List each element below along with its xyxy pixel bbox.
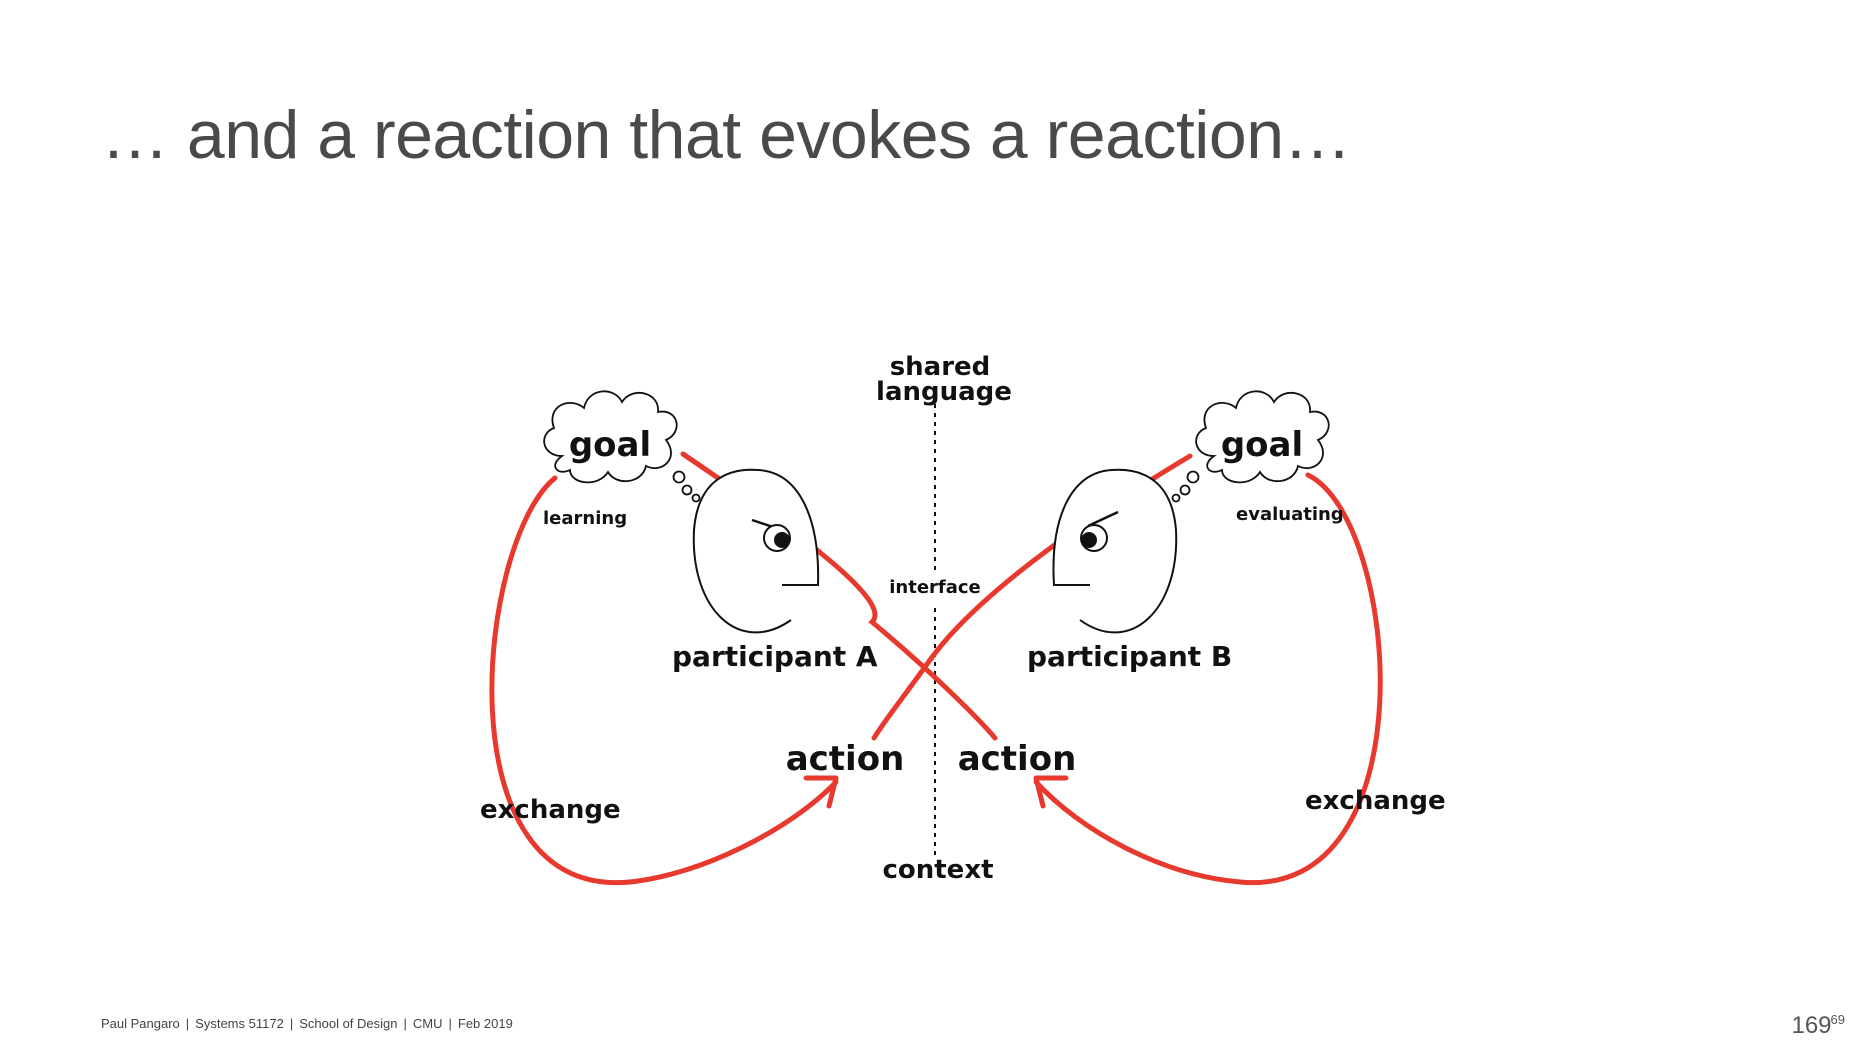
exchange-label-b: exchange [1305, 786, 1446, 816]
footer-date: Feb 2019 [457, 1016, 513, 1031]
goal-caption-b: evaluating [1236, 504, 1344, 525]
footer-course: Systems 51172 [195, 1016, 284, 1031]
page-number: 16969 [1791, 1012, 1845, 1040]
arrowhead-b-icon [1033, 775, 1069, 809]
footer-author: Paul Pangaro [101, 1016, 180, 1031]
participant-a-head-icon [692, 468, 820, 634]
participant-b-head-icon [1052, 468, 1178, 634]
action-label-a: action [786, 739, 905, 779]
slide-title: … and a reaction that evokes a reaction… [101, 97, 1352, 173]
footer-school: School of Design [299, 1016, 398, 1031]
thought-cloud-a-icon [543, 390, 701, 503]
exchange-loop-a [489, 475, 839, 885]
action-label-b: action [958, 739, 1077, 779]
exchange-loop-b [1033, 472, 1383, 885]
shared-language-label-line1: shared [890, 352, 991, 382]
page-number-main: 169 [1791, 1012, 1832, 1039]
goal-caption-a: learning [543, 508, 627, 529]
participant-a-label: participant A [672, 640, 878, 673]
thought-cloud-b-icon [1171, 390, 1330, 503]
page-number-overlay: 69 [1830, 1012, 1845, 1027]
interface-label: interface [889, 577, 981, 598]
exchange-label-a: exchange [480, 795, 621, 825]
goal-label-b: goal [1221, 425, 1303, 465]
context-label: context [882, 855, 993, 885]
shared-language-label-line2: language [876, 377, 1012, 407]
slide-footer: Paul Pangaro|Systems 51172|School of Des… [101, 1016, 513, 1031]
participant-b-label: participant B [1027, 640, 1232, 673]
footer-institution: CMU [412, 1016, 443, 1031]
goal-label-a: goal [569, 425, 651, 465]
arrowhead-a-icon [803, 775, 839, 809]
